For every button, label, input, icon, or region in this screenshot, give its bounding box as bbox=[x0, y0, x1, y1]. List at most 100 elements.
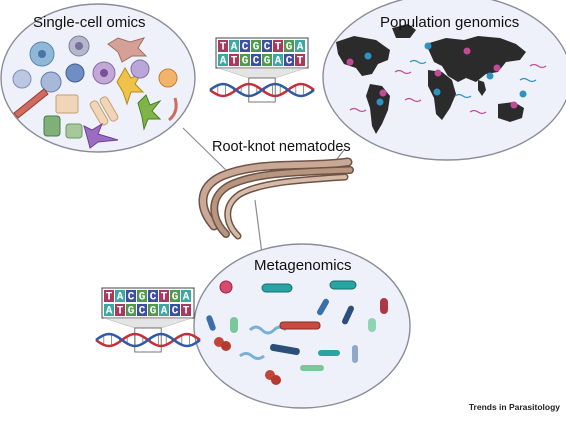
base-cell bbox=[251, 54, 261, 66]
single-cell-title: Single-cell omics bbox=[33, 14, 146, 31]
base-cell bbox=[137, 290, 147, 302]
bacterium-icon bbox=[206, 315, 216, 331]
map-pin-icon bbox=[424, 42, 432, 50]
base-letter: G bbox=[286, 42, 293, 54]
base-letter: C bbox=[150, 292, 157, 304]
zoom-projection bbox=[217, 67, 307, 79]
base-cell bbox=[284, 40, 294, 52]
base-cell bbox=[218, 54, 228, 66]
bacterium-icon bbox=[342, 305, 354, 325]
base-letter: C bbox=[172, 306, 179, 318]
map-pins bbox=[346, 42, 527, 109]
bacterium-icon bbox=[380, 298, 388, 314]
cell-icon bbox=[158, 68, 178, 88]
cell-nucleus-icon bbox=[100, 69, 108, 77]
map-worm-squiggles bbox=[349, 59, 547, 115]
coccus-icon bbox=[221, 341, 231, 351]
base-cell bbox=[229, 54, 239, 66]
base-letter: C bbox=[128, 292, 135, 304]
cell-nucleus-icon bbox=[38, 50, 46, 58]
base-letter: T bbox=[106, 292, 113, 304]
root-knot-nematodes bbox=[198, 157, 354, 240]
base-letter: G bbox=[150, 306, 157, 318]
coccus-icon bbox=[271, 375, 281, 385]
base-letter: T bbox=[220, 42, 227, 54]
helix-highlight-box bbox=[134, 327, 162, 353]
base-letter: T bbox=[117, 306, 124, 318]
base-cell bbox=[273, 54, 283, 66]
map-pin-icon bbox=[493, 64, 501, 72]
base-letter: T bbox=[183, 306, 190, 318]
base-letter: G bbox=[172, 292, 179, 304]
base-cell bbox=[137, 304, 147, 316]
base-cell bbox=[170, 304, 180, 316]
base-letter: G bbox=[128, 306, 135, 318]
fibroblast-cell-icon bbox=[107, 37, 148, 63]
map-pin-icon bbox=[486, 72, 494, 80]
single-cell-cells-group bbox=[12, 35, 178, 149]
cell-icon bbox=[130, 59, 150, 79]
base-cell bbox=[159, 304, 169, 316]
base-letter: A bbox=[231, 42, 238, 54]
spirillum-icon bbox=[239, 352, 265, 360]
base-cell bbox=[148, 304, 158, 316]
map-pin-icon bbox=[364, 52, 372, 60]
map-pin-icon bbox=[463, 47, 471, 55]
muscle-cell-icon bbox=[13, 88, 49, 119]
base-letter: G bbox=[253, 42, 260, 54]
virus-icon bbox=[219, 280, 233, 294]
base-letter: T bbox=[161, 292, 168, 304]
helix-strand bbox=[209, 82, 315, 98]
base-cell bbox=[240, 40, 250, 52]
base-cell bbox=[251, 40, 261, 52]
bacterium-icon bbox=[329, 280, 357, 290]
base-letter: G bbox=[139, 292, 146, 304]
helix-strand bbox=[95, 332, 201, 348]
base-cell bbox=[148, 290, 158, 302]
base-cell bbox=[115, 304, 125, 316]
base-cell bbox=[104, 304, 114, 316]
base-cell bbox=[181, 304, 191, 316]
base-letter: C bbox=[286, 56, 293, 68]
neuron-cell-icon bbox=[83, 122, 119, 149]
base-letter: C bbox=[242, 42, 249, 54]
cell-icon bbox=[65, 63, 85, 83]
bacterium-icon bbox=[352, 345, 358, 363]
base-letter: A bbox=[297, 42, 304, 54]
base-letter: G bbox=[242, 56, 249, 68]
bacterium-icon bbox=[261, 283, 293, 293]
cell-icon bbox=[43, 115, 61, 137]
zoom-projection bbox=[103, 317, 193, 329]
base-letter: A bbox=[106, 306, 113, 318]
cell-icon bbox=[40, 71, 62, 93]
map-pin-icon bbox=[379, 89, 387, 97]
base-cell bbox=[115, 290, 125, 302]
epithelial-cell-icon bbox=[55, 94, 79, 114]
base-letter: C bbox=[264, 42, 271, 54]
base-letter: A bbox=[275, 56, 282, 68]
base-letter: A bbox=[220, 56, 227, 68]
epithelial-cell-icon bbox=[99, 96, 119, 122]
epithelial-cell-icon bbox=[89, 100, 109, 126]
bacterium-icon bbox=[230, 317, 238, 333]
base-cell bbox=[284, 54, 294, 66]
bacterium-icon bbox=[300, 365, 324, 371]
neuron-cell-icon bbox=[137, 94, 162, 131]
base-letter: A bbox=[117, 292, 124, 304]
base-cell bbox=[229, 40, 239, 52]
base-cell bbox=[170, 290, 180, 302]
cell-nucleus-icon bbox=[75, 42, 83, 50]
base-cell bbox=[240, 54, 250, 66]
center-title: Root-knot nematodes bbox=[212, 139, 351, 155]
bacterium-icon bbox=[317, 298, 329, 316]
journal-credit: Trends in Parasitology bbox=[468, 402, 560, 412]
sperm-cell-icon bbox=[168, 97, 178, 122]
population-title: Population genomics bbox=[380, 14, 520, 31]
metagenomics-title: Metagenomics bbox=[254, 257, 352, 274]
base-cell bbox=[159, 290, 169, 302]
base-cell bbox=[262, 40, 272, 52]
base-cell bbox=[295, 54, 305, 66]
base-letter: C bbox=[253, 56, 260, 68]
